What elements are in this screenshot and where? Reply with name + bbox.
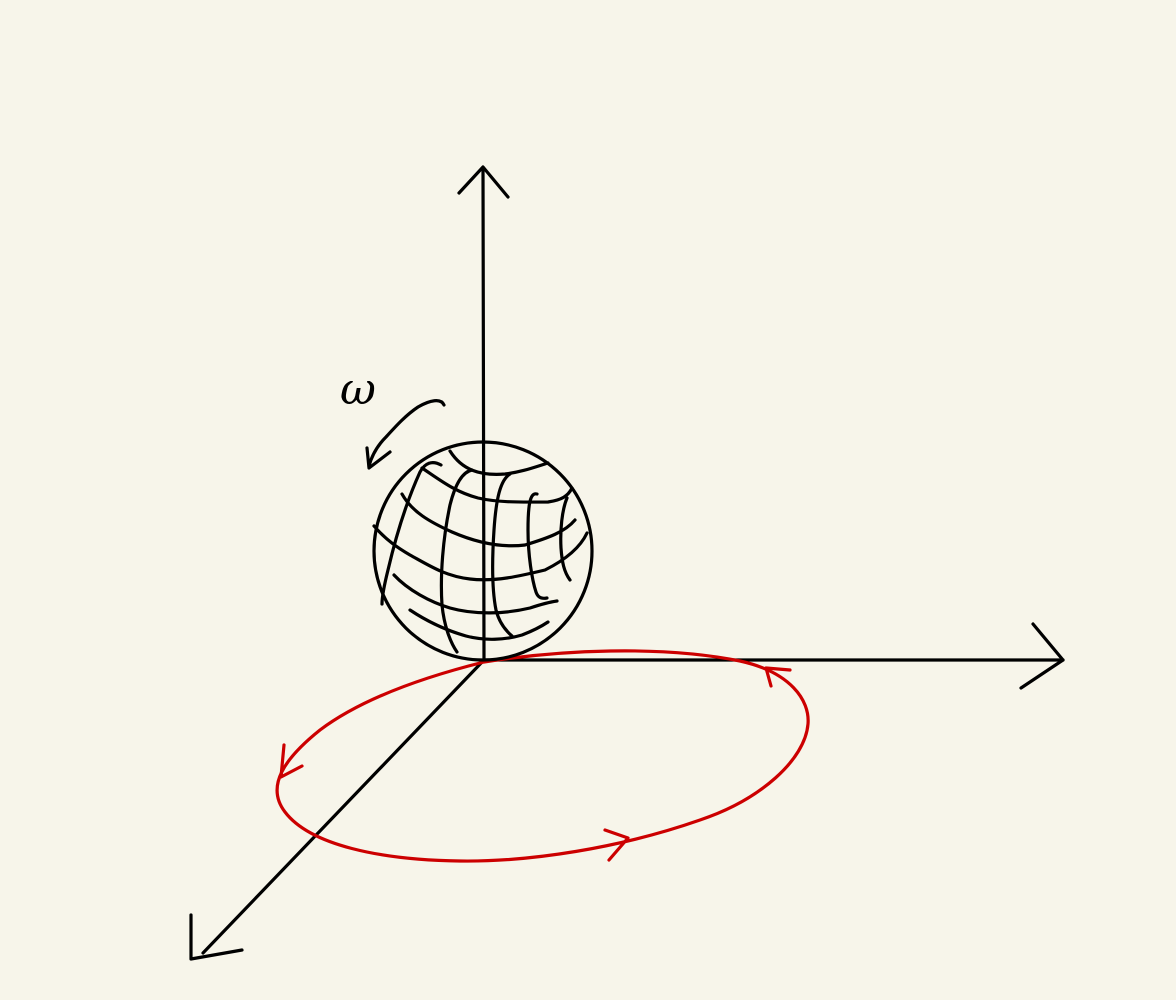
globe-latitude-line <box>408 608 550 641</box>
spin-indicator: ω <box>340 364 446 470</box>
globe-longitude-line <box>491 472 514 638</box>
orbit-direction-arrow-right <box>764 666 792 688</box>
orbit-direction-arrow-left <box>279 743 304 779</box>
globe-longitude-line <box>439 468 474 654</box>
vertical-axis-arrowhead <box>457 165 510 199</box>
globe-icon <box>372 440 594 662</box>
globe-longitude-line <box>559 496 572 582</box>
globe-latitude-line <box>372 524 589 582</box>
diagonal-axis-arrowhead <box>189 913 244 961</box>
globe-latitude-line <box>400 492 577 548</box>
spin-arrow-icon <box>367 399 446 468</box>
globe-latitude-line <box>420 466 574 504</box>
vertical-axis <box>481 166 486 662</box>
angular-velocity-label: ω <box>340 364 376 415</box>
spin-arrowhead <box>365 446 392 470</box>
globe-outline <box>372 440 594 662</box>
globe-latitude-line <box>448 449 550 476</box>
diagonal-axis <box>201 658 486 955</box>
globe-longitude-line <box>380 461 443 606</box>
orbit-direction-arrow-front <box>603 828 630 862</box>
orbit-ellipse <box>275 649 810 863</box>
orbit <box>275 649 810 863</box>
axes <box>189 165 1065 961</box>
globe-longitude-line <box>526 492 549 600</box>
globe-latitude-line <box>392 573 559 615</box>
horizontal-axis-arrowhead <box>1019 622 1065 690</box>
